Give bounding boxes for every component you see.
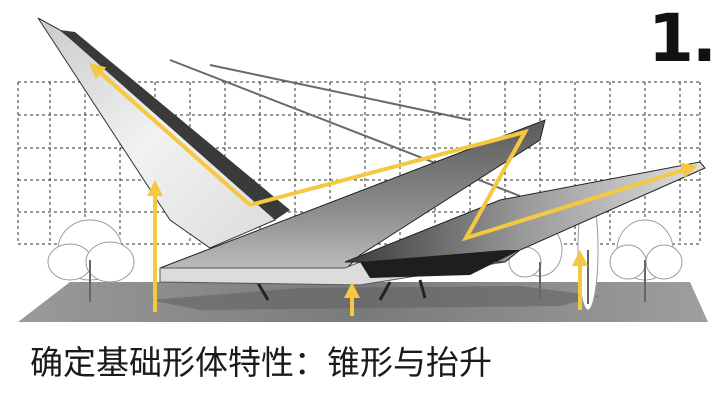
architecture-diagram [0,0,721,335]
caption-text: 确定基础形体特性：锥形与抬升 [30,346,492,379]
step-number: 1. [648,6,715,72]
